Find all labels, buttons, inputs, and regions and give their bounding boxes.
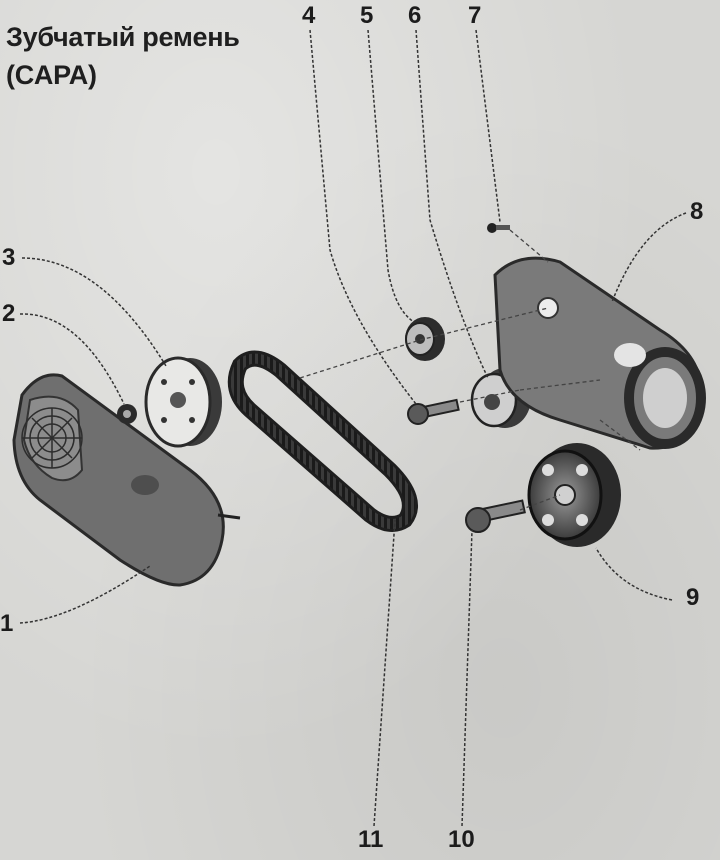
- callout-2: 2: [2, 300, 16, 327]
- callout-7: 7: [468, 2, 482, 29]
- part-9-camshaft-sprocket: [527, 443, 621, 547]
- callout-6: 6: [408, 2, 422, 29]
- assembly-lines: [299, 229, 641, 511]
- part-2-nut: [117, 404, 137, 424]
- callout-10: 10: [448, 826, 475, 853]
- callout-3: 3: [2, 244, 16, 271]
- diagram-title: Зубчатый ремень (CAPA): [6, 18, 240, 94]
- part-8-upper-cover: [493, 256, 706, 450]
- callout-5: 5: [360, 2, 374, 29]
- part-11-timing-belt: [227, 350, 418, 532]
- part-3-tensioner-disc: [144, 356, 222, 448]
- part-5-small-sprocket: [405, 317, 445, 361]
- part-7-screw: [487, 223, 510, 233]
- title-line-1: Зубчатый ремень: [6, 22, 240, 52]
- callout-9: 9: [686, 584, 700, 611]
- part-4-bolt: [407, 398, 460, 425]
- callout-8: 8: [690, 198, 704, 225]
- callout-4: 4: [302, 2, 316, 29]
- leader-lines: [19, 29, 687, 827]
- part-1-lower-cover: [12, 373, 241, 587]
- callout-1: 1: [0, 610, 14, 637]
- callout-11: 11: [358, 826, 384, 853]
- title-line-2: (CAPA): [6, 60, 97, 90]
- part-10-bolt: [465, 499, 526, 533]
